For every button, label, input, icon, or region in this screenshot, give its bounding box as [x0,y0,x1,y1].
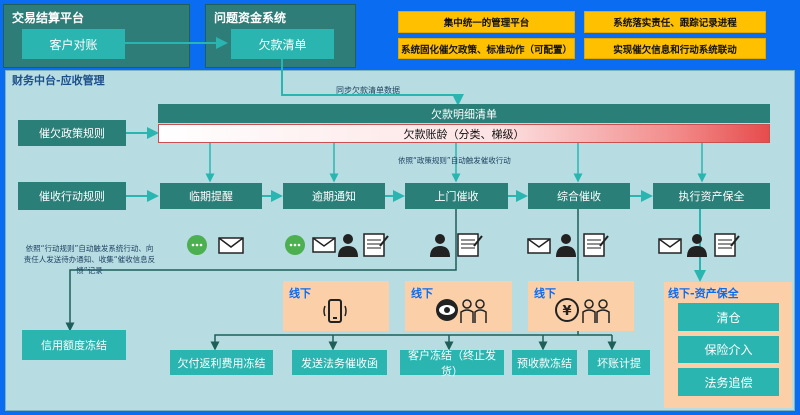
sync-label: 同步欠款清单数据 [336,86,400,95]
asset-preservation-title: 线下-资产保全 [668,287,739,300]
arrears-detail-title: 欠款明细清单 [158,104,770,123]
stage-asset-preservation[interactable]: 执行资产保全 [653,183,770,209]
finance-panel-title: 财务中台-应收管理 [12,74,105,87]
svg-text:¥: ¥ [562,304,571,319]
payment-icon: ¥ [555,298,610,323]
offline-label: 线下 [534,287,556,300]
trade-system-title: 交易结算平台 [12,11,85,25]
stage-comprehensive-collection[interactable]: 综合催收 [528,183,630,209]
aging-bar: 欠款账龄（分类、梯级） [158,124,770,143]
aging-label: 欠款账龄（分类、梯级） [403,127,525,141]
person-icon [692,234,702,244]
icon-row-stage4 [527,233,609,257]
highlight-action-linkage: 实现催欠信息和行动系统联动 [584,38,766,59]
stage-on-site-collection[interactable]: 上门催收 [405,183,508,209]
arrow-list-to-detail [281,58,464,106]
offline-label: 线下 [289,287,311,300]
highlight-responsibility-tracking: 系统落实责任、跟踪记录进程 [584,11,766,33]
stage-overdue-notice[interactable]: 逾期通知 [283,183,385,209]
person-icon [343,234,353,244]
offline-panel-3: 线下 ¥ [528,281,634,331]
action-rebate-freeze[interactable]: 欠付返利费用冻结 [170,350,273,375]
icon-row-stage2 [285,233,389,257]
action-credit-freeze[interactable]: 信用额度冻结 [22,330,126,360]
highlight-unified-platform: 集中统一的管理平台 [398,11,575,33]
icon-row-stage1 [187,235,244,255]
offline-panel-2: 线下 [405,281,512,331]
person-icon [561,234,571,244]
action-legal-letter[interactable]: 发送法务催收函 [292,350,387,375]
action-customer-freeze[interactable]: 客户冻结（终止发货） [400,349,504,378]
stage-pre-due-reminder[interactable]: 临期提醒 [160,183,262,209]
visit-icon [436,299,487,323]
task-trigger-note: 依照“行动规则”自动触发系统行动、向责任人发送待办通知、收集“催收信息反馈”记录 [23,244,156,275]
trade-system-panel: 交易结算平台 客户对账 [3,4,190,68]
offline-panel-1: 线下 [283,281,389,331]
person-icon [435,234,445,244]
policy-rule-box[interactable]: 催欠政策规则 [18,120,126,146]
asset-preservation-panel: 线下-资产保全 清仓 保险介入 法务追偿 [664,282,792,408]
offline-label: 线下 [411,287,433,300]
asset-action-insurance[interactable]: 保险介入 [678,336,779,363]
action-prepayment-freeze[interactable]: 预收款冻结 [512,350,577,375]
funds-system-title: 问题资金系统 [214,11,287,25]
icon-row-stage5 [658,233,740,257]
auto-trigger-note: 依照“政策规则”自动触发催收行动 [398,156,511,165]
funds-system-panel: 问题资金系统 欠款清单 [205,4,356,68]
action-rule-box[interactable]: 催收行动规则 [18,182,126,210]
highlight-configurable-policies: 系统固化催欠政策、标准动作（可配置） [398,38,575,59]
action-bad-debt-provision[interactable]: 坏账计提 [588,350,650,375]
customer-reconciliation-button[interactable]: 客户对账 [22,29,125,59]
asset-action-legal-recovery[interactable]: 法务追偿 [678,368,779,396]
phone-icon [323,299,347,323]
asset-action-clearance[interactable]: 清仓 [678,303,779,331]
icon-row-stage3 [430,233,483,257]
arrears-list-button[interactable]: 欠款清单 [231,29,334,59]
